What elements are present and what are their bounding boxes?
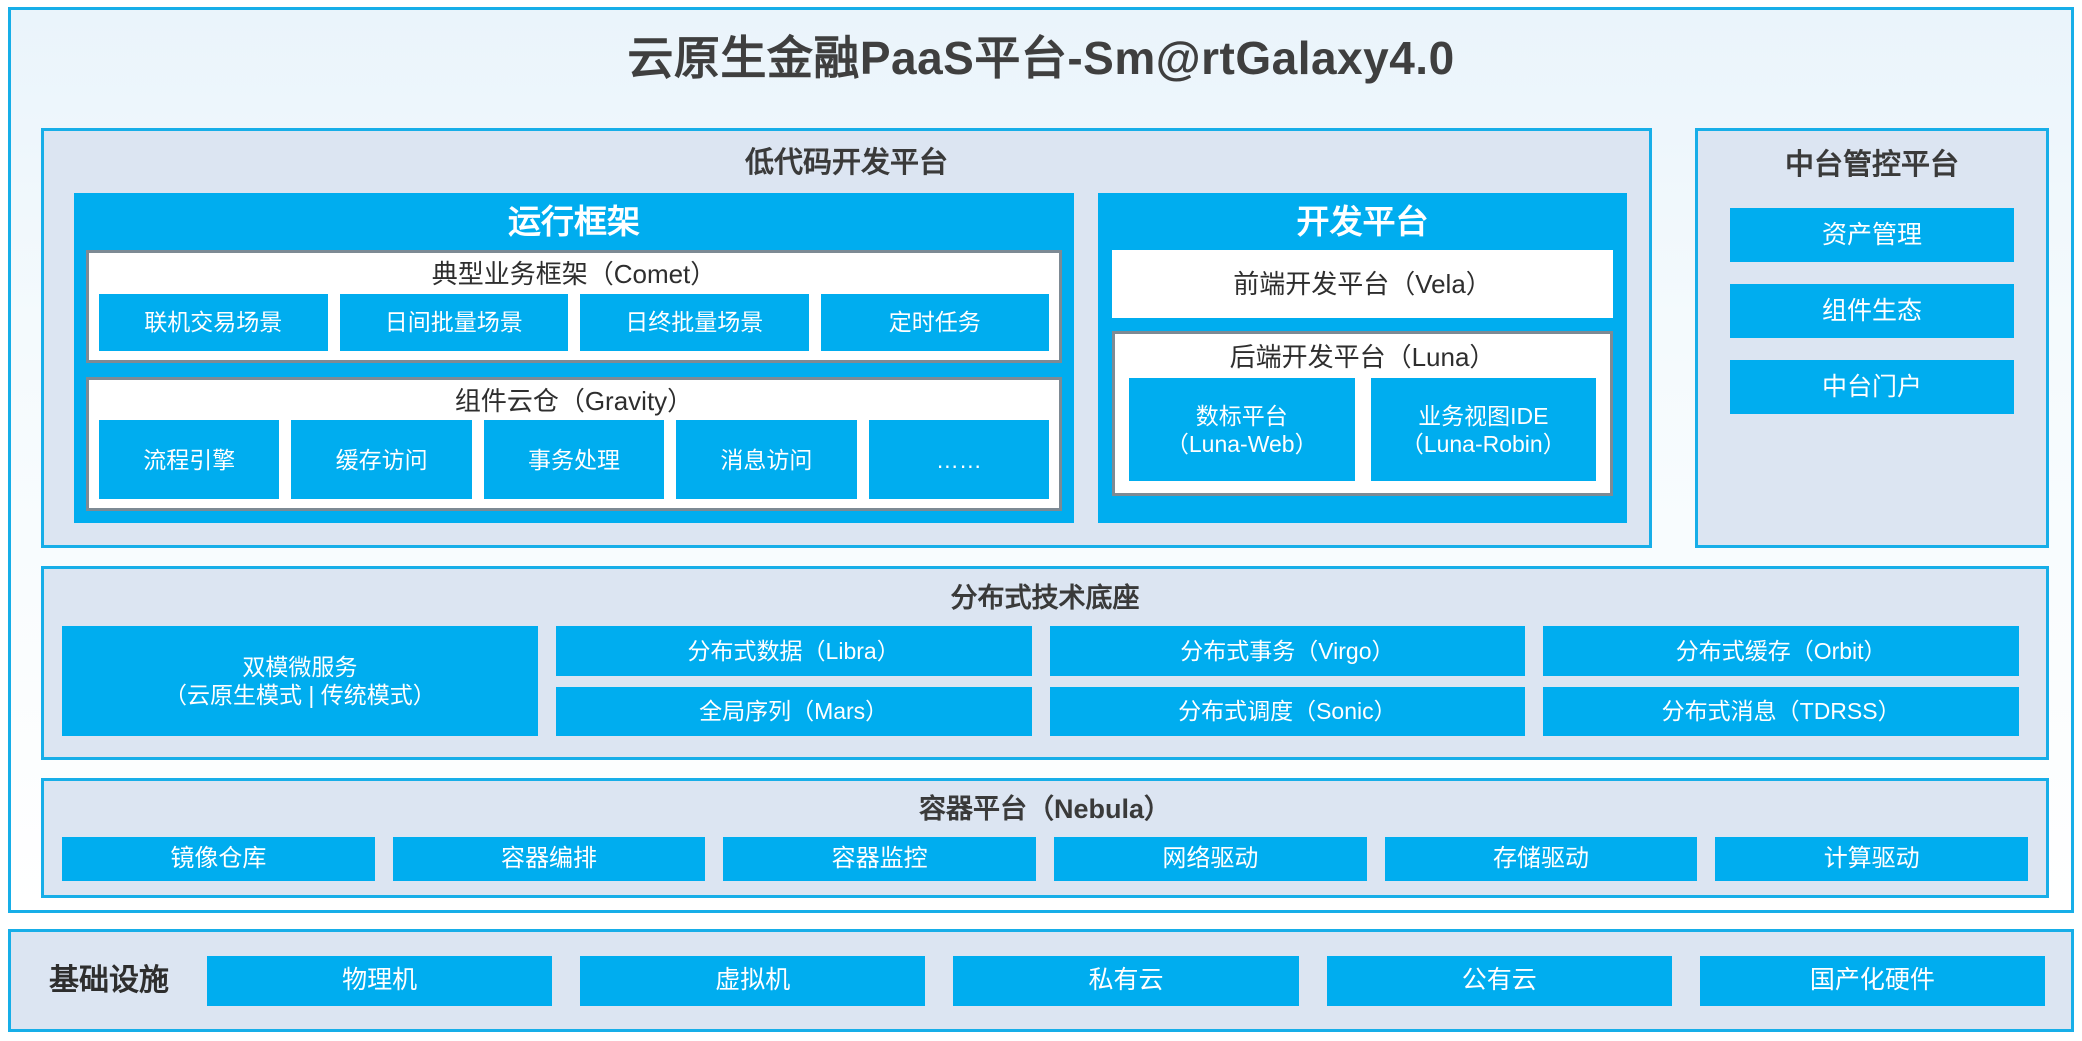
group-gravity: 组件云仓（Gravity） 流程引擎 缓存访问 事务处理 消息访问 …… (86, 376, 1062, 511)
midplatform-chip-list: 资产管理 组件生态 中台门户 (1698, 182, 2046, 415)
block-development-platform: 开发平台 前端开发平台（Vela） 后端开发平台（Luna） 数标平台 （Lun… (1098, 193, 1627, 523)
group-comet: 典型业务框架（Comet） 联机交易场景 日间批量场景 日终批量场景 定时任务 (86, 250, 1062, 363)
chip-storage-driver[interactable]: 存储驱动 (1384, 837, 1698, 882)
vela-title: 前端开发平台（Vela） (1233, 269, 1492, 299)
group-luna: 后端开发平台（Luna） 数标平台 （Luna-Web） 业务视图IDE （Lu… (1112, 331, 1613, 497)
chip-public-cloud[interactable]: 公有云 (1326, 955, 1672, 1006)
panel-distributed-tech-foundation: 分布式技术底座 双模微服务 （云原生模式 | 传统模式） 分布式数据（Libra… (41, 566, 2049, 760)
chip-transaction-processing[interactable]: 事务处理 (483, 420, 665, 499)
gravity-chip-row: 流程引擎 缓存访问 事务处理 消息访问 …… (89, 415, 1059, 508)
tech-foundation-title: 分布式技术底座 (950, 583, 1140, 613)
luna-chip-row: 数标平台 （Luna-Web） 业务视图IDE （Luna-Robin） (1115, 372, 1610, 493)
chip-luna-web-code: （Luna-Web） (1165, 430, 1318, 457)
runtime-framework-title: 运行框架 (508, 203, 640, 240)
comet-chip-row: 联机交易场景 日间批量场景 日终批量场景 定时任务 (89, 289, 1059, 360)
chip-network-driver[interactable]: 网络驱动 (1054, 837, 1367, 882)
chip-endofday-batch[interactable]: 日终批量场景 (580, 293, 809, 351)
chip-midplatform-portal[interactable]: 中台门户 (1730, 360, 2014, 415)
midplatform-title: 中台管控平台 (1784, 149, 1959, 181)
tech-foundation-body: 双模微服务 （云原生模式 | 传统模式） 分布式数据（Libra） 全局序列（M… (44, 614, 2046, 750)
chip-image-repository[interactable]: 镜像仓库 (62, 837, 375, 882)
chip-process-engine[interactable]: 流程引擎 (99, 420, 280, 499)
panel-lowcode-platform: 低代码开发平台 运行框架 典型业务框架（Comet） 联机交易场景 日间批量场景… (41, 128, 1652, 548)
panel-midplatform: 中台管控平台 资产管理 组件生态 中台门户 (1695, 128, 2049, 548)
comet-title: 典型业务框架（Comet） (431, 259, 717, 290)
chip-component-ecosystem[interactable]: 组件生态 (1730, 284, 2014, 339)
chip-global-sequence-mars[interactable]: 全局序列（Mars） (555, 686, 1032, 737)
chip-domestic-hardware[interactable]: 国产化硬件 (1699, 955, 2046, 1006)
page-title: 云原生金融PaaS平台-Sm@rtGalaxy4.0 (627, 32, 1455, 84)
panel-container-platform: 容器平台（Nebula） 镜像仓库 容器编排 容器监控 网络驱动 存储驱动 计算… (41, 778, 2049, 898)
tech-col-3: 分布式缓存（Orbit） 分布式消息（TDRSS） (1534, 626, 2028, 737)
chip-message-access[interactable]: 消息访问 (676, 420, 857, 499)
chip-dual-mode-line1: 双模微服务 (242, 654, 358, 680)
gravity-title: 组件云仓（Gravity） (454, 385, 694, 416)
infrastructure-chip-row: 物理机 虚拟机 私有云 公有云 国产化硬件 (207, 955, 2071, 1006)
chip-physical-machine[interactable]: 物理机 (207, 955, 553, 1006)
container-chip-row: 镜像仓库 容器编排 容器监控 网络驱动 存储驱动 计算驱动 (44, 825, 2046, 893)
panel-infrastructure: 基础设施 物理机 虚拟机 私有云 公有云 国产化硬件 (8, 929, 2074, 1032)
chip-distributed-transaction-virgo[interactable]: 分布式事务（Virgo） (1049, 626, 1526, 676)
chip-online-transaction[interactable]: 联机交易场景 (99, 293, 328, 351)
group-vela[interactable]: 前端开发平台（Vela） (1112, 250, 1613, 319)
block-runtime-framework: 运行框架 典型业务框架（Comet） 联机交易场景 日间批量场景 日终批量场景 … (74, 193, 1074, 523)
chip-luna-robin-name: 业务视图IDE (1418, 402, 1549, 429)
chip-asset-management[interactable]: 资产管理 (1730, 208, 2014, 263)
chip-luna-web[interactable]: 数标平台 （Luna-Web） (1129, 377, 1355, 482)
platform-card: 云原生金融PaaS平台-Sm@rtGalaxy4.0 低代码开发平台 运行框架 … (8, 7, 2074, 913)
luna-title: 后端开发平台（Luna） (1229, 342, 1496, 373)
infrastructure-label: 基础设施 (49, 964, 169, 997)
lowcode-platform-title: 低代码开发平台 (744, 147, 948, 179)
chip-dual-mode-microservice[interactable]: 双模微服务 （云原生模式 | 传统模式） (62, 626, 538, 737)
tech-col-2: 分布式事务（Virgo） 分布式调度（Sonic） (1041, 626, 1535, 737)
chip-scheduled-task[interactable]: 定时任务 (820, 293, 1049, 351)
chip-dual-mode-line2: （云原生模式 | 传统模式） (163, 682, 436, 709)
chip-container-orchestration[interactable]: 容器编排 (392, 837, 706, 882)
chip-luna-robin-code: （Luna-Robin） (1400, 430, 1566, 457)
chip-compute-driver[interactable]: 计算驱动 (1715, 837, 2029, 882)
row-lowcode-and-midplatform: 低代码开发平台 运行框架 典型业务框架（Comet） 联机交易场景 日间批量场景… (41, 128, 2049, 548)
chip-intraday-batch[interactable]: 日间批量场景 (339, 293, 568, 351)
chip-luna-robin[interactable]: 业务视图IDE （Luna-Robin） (1370, 377, 1596, 482)
chip-distributed-message-tdrss[interactable]: 分布式消息（TDRSS） (1543, 686, 2019, 737)
development-platform-title: 开发平台 (1296, 203, 1429, 240)
chip-private-cloud[interactable]: 私有云 (953, 955, 1299, 1006)
tech-col-1: 分布式数据（Libra） 全局序列（Mars） (547, 626, 1041, 737)
chip-distributed-data-libra[interactable]: 分布式数据（Libra） (555, 626, 1032, 676)
container-platform-title: 容器平台（Nebula） (918, 794, 1172, 824)
chip-container-monitoring[interactable]: 容器监控 (723, 837, 1037, 882)
chip-luna-web-name: 数标平台 (1195, 402, 1288, 429)
chip-distributed-cache-orbit[interactable]: 分布式缓存（Orbit） (1543, 626, 2019, 676)
chip-distributed-scheduling-sonic[interactable]: 分布式调度（Sonic） (1049, 686, 1526, 737)
chip-more-ellipsis[interactable]: …… (868, 420, 1050, 499)
tech-col-microservice: 双模微服务 （云原生模式 | 传统模式） (62, 626, 547, 737)
chip-virtual-machine[interactable]: 虚拟机 (580, 955, 926, 1006)
chip-cache-access[interactable]: 缓存访问 (291, 420, 472, 499)
